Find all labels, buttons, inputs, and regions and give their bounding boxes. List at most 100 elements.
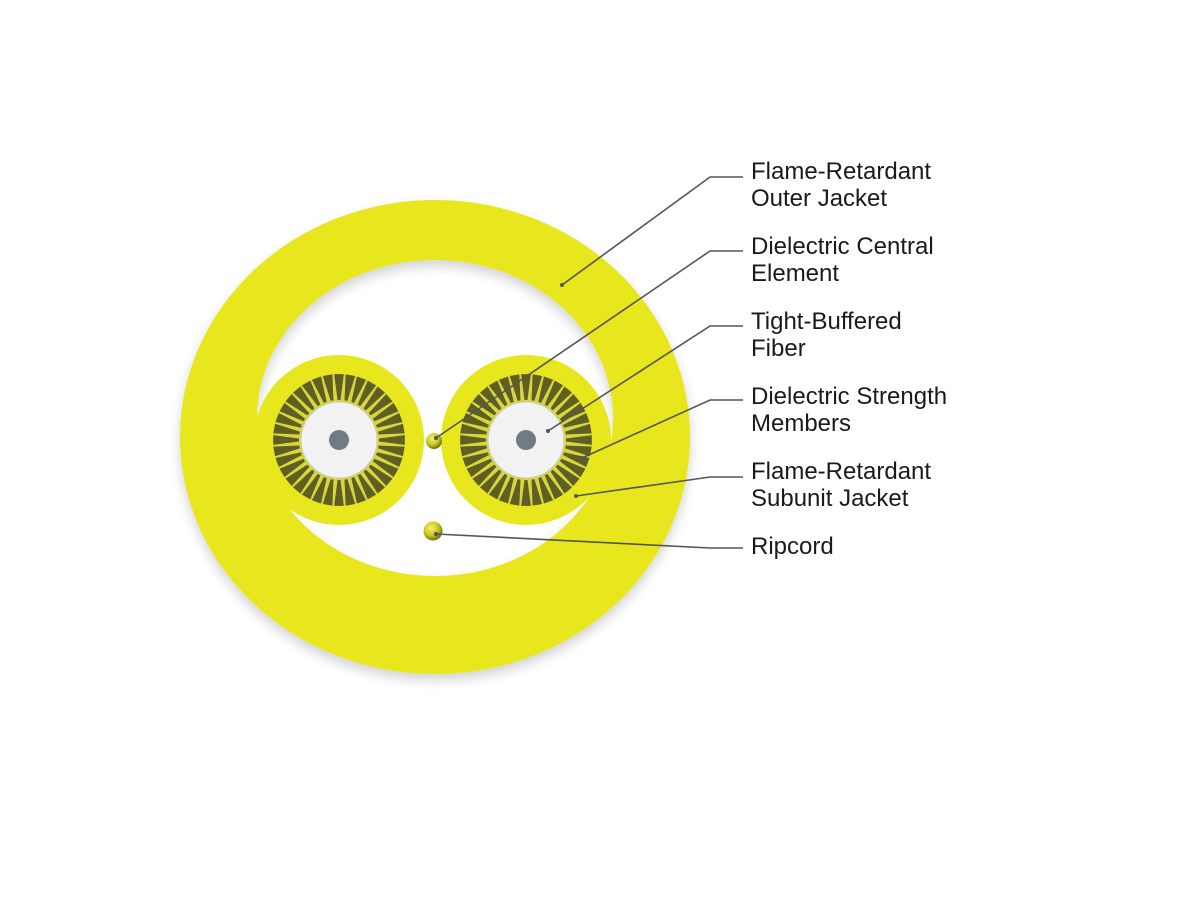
strength-member-yarn — [531, 479, 543, 506]
strength-member-yarn — [301, 380, 321, 407]
strength-member-yarn — [538, 477, 554, 504]
strength-member-yarn — [550, 469, 573, 494]
strength-member-yarn — [378, 435, 405, 445]
strength-member-yarn — [273, 423, 300, 435]
leader-line-strength-members — [581, 399, 743, 459]
strength-member-yarn — [466, 458, 493, 478]
strength-member-yarn — [472, 464, 497, 487]
strength-member-yarn — [498, 477, 514, 504]
strength-member-yarn — [273, 435, 300, 445]
strength-member-yarn — [555, 464, 580, 487]
strength-member-yarn — [378, 445, 405, 457]
strength-member-yarn — [357, 473, 377, 500]
strength-member-yarn — [279, 402, 306, 422]
strength-member-yarn — [334, 479, 344, 506]
strength-member-yarn — [322, 479, 334, 506]
label-central-element: Dielectric Central Element — [751, 233, 934, 287]
strength-member-yarn — [563, 412, 590, 428]
strength-member-yarn — [488, 473, 508, 500]
label-tight-buffered-line1: Tight-Buffered — [751, 308, 902, 335]
strength-member-yarn — [378, 423, 405, 435]
strength-member-yarn — [363, 469, 386, 494]
strength-member-yarn — [509, 374, 521, 401]
leader-dot-central-element — [434, 436, 438, 440]
strength-member-yarn — [344, 374, 356, 401]
label-subunit-jacket: Flame-Retardant Subunit Jacket — [751, 458, 931, 512]
label-ripcord-line1: Ripcord — [751, 533, 834, 560]
left-fiber-core — [329, 430, 349, 450]
strength-member-yarn — [376, 412, 403, 428]
strength-member-yarn — [466, 402, 493, 422]
strength-member-yarn — [344, 479, 356, 506]
strength-member-yarn — [357, 380, 377, 407]
strength-member-yarn — [368, 464, 393, 487]
strength-member-yarn — [301, 473, 321, 500]
strength-member-yarn — [544, 473, 564, 500]
strength-member-yarn — [279, 458, 306, 478]
strength-member-yarn — [488, 380, 508, 407]
strength-member-yarn — [311, 477, 327, 504]
strength-member-yarn — [292, 386, 315, 411]
leader-line-central-element — [435, 250, 743, 439]
label-strength-members-line2: Members — [751, 410, 852, 437]
leader-line-outer-jacket — [561, 176, 743, 286]
leader-line-tight-buffered — [547, 325, 743, 432]
strength-member-yarn — [460, 445, 487, 457]
label-strength-members: Dielectric Strength Members — [751, 383, 947, 437]
strength-member-yarn — [521, 479, 531, 506]
strength-member-yarn — [509, 479, 521, 506]
strength-member-yarn — [479, 386, 502, 411]
strength-member-yarn — [538, 376, 554, 403]
label-outer-jacket-line1: Flame-Retardant — [751, 158, 932, 185]
strength-member-yarn — [285, 464, 310, 487]
strength-member-yarn — [462, 452, 489, 468]
strength-member-yarn — [275, 452, 302, 468]
leader-lines — [434, 176, 743, 549]
strength-member-yarn — [372, 458, 399, 478]
strength-member-yarn — [563, 452, 590, 468]
ripcord — [423, 521, 443, 541]
strength-member-yarn — [559, 458, 586, 478]
label-subunit-jacket-line2: Subunit Jacket — [751, 485, 909, 512]
leader-dot-ripcord — [434, 532, 438, 536]
strength-member-yarn — [334, 374, 344, 401]
strength-member-yarn — [292, 469, 315, 494]
label-tight-buffered: Tight-Buffered Fiber — [751, 308, 902, 362]
strength-member-yarn — [368, 393, 393, 416]
strength-member-yarn — [544, 380, 564, 407]
strength-member-yarn — [372, 402, 399, 422]
strength-member-yarn — [363, 386, 386, 411]
leader-line-ripcord — [435, 533, 743, 549]
strength-member-yarn — [555, 393, 580, 416]
leader-dot-outer-jacket — [560, 283, 564, 287]
strength-member-yarn — [273, 445, 300, 457]
strength-member-yarn — [376, 452, 403, 468]
strength-member-yarn — [559, 402, 586, 422]
label-central-element-line1: Dielectric Central — [751, 233, 934, 260]
strength-member-yarn — [565, 423, 592, 435]
strength-member-yarn — [311, 376, 327, 403]
leader-dot-tight-buffered — [546, 429, 550, 433]
strength-member-yarn — [351, 477, 367, 504]
label-central-element-line2: Element — [751, 260, 840, 287]
strength-member-yarn — [565, 435, 592, 445]
right-subunit — [441, 355, 611, 525]
label-ripcord: Ripcord — [751, 533, 834, 560]
strength-member-yarn — [550, 386, 573, 411]
leader-dot-subunit-jacket — [574, 494, 578, 498]
strength-member-yarn — [351, 376, 367, 403]
label-strength-members-line1: Dielectric Strength — [751, 383, 948, 410]
strength-member-yarn — [460, 435, 487, 445]
label-outer-jacket: Flame-Retardant Outer Jacket — [751, 158, 931, 212]
left-subunit — [254, 355, 424, 525]
strength-member-yarn — [322, 374, 334, 401]
label-outer-jacket-line2: Outer Jacket — [751, 185, 888, 212]
label-subunit-jacket-line1: Flame-Retardant — [751, 458, 932, 485]
label-tight-buffered-line2: Fiber — [751, 335, 806, 362]
outer-jacket — [180, 200, 691, 674]
strength-member-yarn — [275, 412, 302, 428]
strength-member-yarn — [521, 374, 531, 401]
strength-member-yarn — [565, 445, 592, 457]
right-fiber-core — [516, 430, 536, 450]
